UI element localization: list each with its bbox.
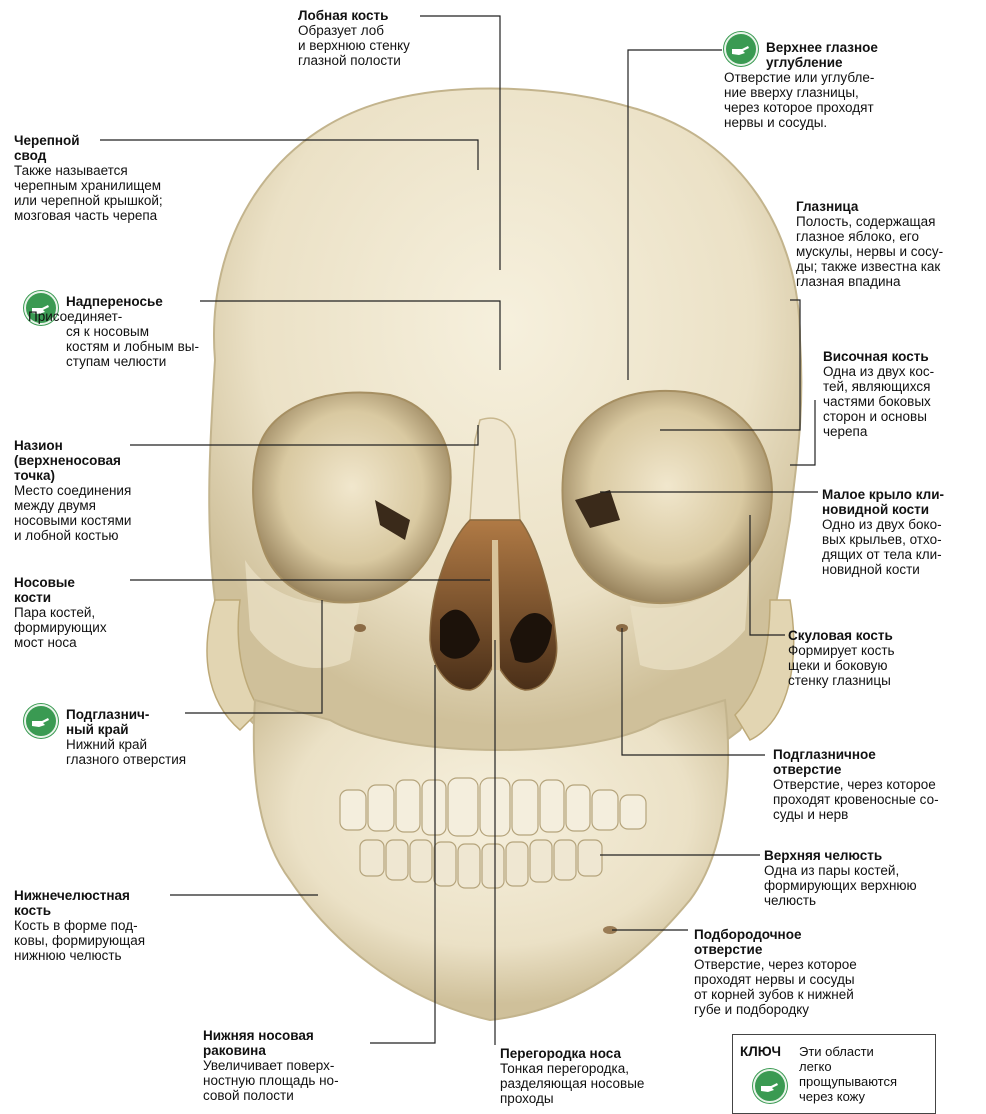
label-desc: Отверстие, через которое проходят нервы … (694, 957, 857, 1017)
label-title: Малое крыло кли- новидной кости (822, 487, 944, 517)
label-title: Височная кость (823, 349, 934, 364)
label-desc: Место соединения между двумя носовыми ко… (14, 483, 131, 543)
label-podborodochnoe: Подбородочное отверстие Отверстие, через… (694, 927, 857, 1017)
label-verhnyaya-chelyust: Верхняя челюсть Одна из пары костей, фор… (764, 848, 917, 908)
label-desc: Нижний край глазного отверстия (22, 737, 186, 767)
label-desc: Увеличивает поверх- ностную площадь но- … (203, 1058, 339, 1103)
label-title: Глазница (796, 199, 943, 214)
label-desc: Одно из двух боко- вых крыльев, отхо- дя… (822, 517, 944, 577)
label-lobnaya: Лобная кость Образует лоб и верхнюю стен… (298, 8, 410, 68)
label-desc: Одна из двух кос- тей, являющихся частям… (823, 364, 934, 439)
label-peregorodka: Перегородка носа Тонкая перегородка, раз… (500, 1046, 644, 1106)
label-desc: Полость, содержащая глазное яблоко, его … (796, 214, 943, 289)
label-title: Нижняя носовая раковина (203, 1028, 339, 1058)
label-desc: Формирует кость щеки и боковую стенку гл… (788, 643, 895, 688)
label-title: Подглазничное отверстие (773, 747, 939, 777)
label-title: Верхняя челюсть (764, 848, 917, 863)
label-nosovye: Носовые кости Пара костей, формирующих м… (14, 575, 107, 650)
label-title: Назион (верхненосовая точка) (14, 438, 131, 483)
label-title: Носовые кости (14, 575, 107, 605)
label-verhnee-glaznoe: Верхнее глазное углубление Отверстие или… (724, 40, 878, 130)
hand-pointing-icon (759, 1076, 781, 1096)
label-visochnaya: Височная кость Одна из двух кос- тей, яв… (823, 349, 934, 439)
label-title: Подглазнич- ный край (22, 707, 186, 737)
label-nizhnechelyustnaya: Нижнечелюстная кость Кость в форме под- … (14, 888, 145, 963)
label-desc: Кость в форме под- ковы, формирующая ниж… (14, 918, 145, 963)
touch-key-icon (753, 1069, 787, 1103)
label-podglaznichny-kray: Подглазнич- ный край Нижний край глазног… (22, 707, 186, 767)
label-title: Надпереносье (14, 294, 199, 309)
label-desc: Также называется черепным хранилищем или… (14, 163, 163, 223)
label-title: Перегородка носа (500, 1046, 644, 1061)
legend-text: Эти области легко прощупываются через ко… (799, 1044, 929, 1104)
label-title: Скуловая кость (788, 628, 895, 643)
label-title: Черепной свод (14, 133, 163, 163)
label-desc: Тонкая перегородка, разделяющая носовые … (500, 1061, 644, 1106)
label-podglaznichnoe-otv: Подглазничное отверстие Отверстие, через… (773, 747, 939, 822)
label-title: Лобная кость (298, 8, 410, 23)
label-nizhnyaya-rakovina: Нижняя носовая раковина Увеличивает пове… (203, 1028, 339, 1103)
label-title: Подбородочное отверстие (694, 927, 857, 957)
legend-key: КЛЮЧ Эти области легко прощупываются чер… (732, 1034, 936, 1114)
label-desc: Образует лоб и верхнюю стенку глазной по… (298, 23, 410, 68)
label-nadperenosye: Надпереносье Присоединяет- ся к носовым … (14, 294, 199, 369)
legend-title: КЛЮЧ (740, 1044, 781, 1059)
label-desc: Одна из пары костей, формирующих верхнюю… (764, 863, 917, 908)
label-glaznitsa: Глазница Полость, содержащая глазное ябл… (796, 199, 943, 289)
label-nazion: Назион (верхненосовая точка) Место соеди… (14, 438, 131, 543)
label-desc: Пара костей, формирующих мост носа (14, 605, 107, 650)
label-cherepnoy-svod: Черепной свод Также называется черепным … (14, 133, 163, 223)
label-title: Нижнечелюстная кость (14, 888, 145, 918)
label-skulovaya: Скуловая кость Формирует кость щеки и бо… (788, 628, 895, 688)
label-title: Верхнее глазное углубление (724, 40, 878, 70)
label-maloe-krylo: Малое крыло кли- новидной кости Одно из … (822, 487, 944, 577)
label-desc: Отверстие, через которое проходят кровен… (773, 777, 939, 822)
label-desc: Присоединяет- ся к носовым костям и лобн… (14, 309, 199, 369)
label-desc: Отверстие или углубле- ние вверху глазни… (724, 70, 878, 130)
